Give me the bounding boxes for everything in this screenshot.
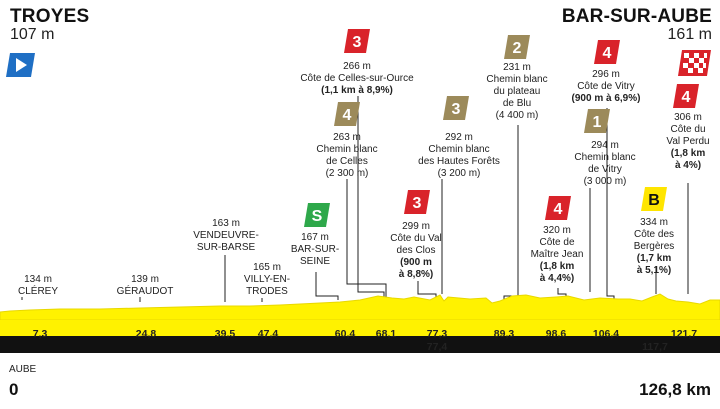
km-marker: 60,4 (334, 328, 356, 340)
km-marker: 77,3 (426, 328, 448, 340)
leader-line-bar-sur-seine (315, 272, 339, 300)
badge-label: 3 (353, 34, 362, 51)
gravel-badge-icon: 3 (443, 96, 469, 120)
km-marker: 68,1 (375, 328, 397, 340)
km-marker: 39,5 (214, 328, 236, 340)
gravel-badge-icon: 2 (504, 35, 530, 59)
badge-label: 1 (593, 114, 602, 131)
badge-label: S (312, 208, 323, 225)
gravel-badge-icon: 1 (584, 109, 610, 133)
climb-badge-icon: 3 (344, 29, 370, 53)
leader-line-val-des-clos (417, 281, 437, 298)
badge-label: 4 (554, 201, 563, 218)
finish-flag-icon (678, 50, 711, 76)
sprint-badge-icon: S (304, 203, 330, 227)
km-band (0, 320, 720, 336)
badge-label: 4 (603, 45, 612, 62)
leader-line-blu (503, 125, 519, 300)
km-marker: 47,4 (257, 328, 279, 340)
start-flag-icon (6, 53, 35, 77)
distance-start: 0 (9, 380, 19, 399)
climb-badge-icon: 3 (404, 190, 430, 214)
start-name: TROYES (10, 6, 90, 27)
km-marker: 121,7 (670, 328, 698, 340)
km-marker: 117,7 (642, 341, 668, 353)
bonus-badge-icon: B (641, 187, 667, 211)
badge-label: 2 (513, 40, 522, 57)
finish-altitude: 161 m (667, 26, 712, 43)
elevation-profile (0, 293, 720, 321)
finish-name: BAR-SUR-AUBE (561, 6, 712, 27)
leader-line-vitry (606, 108, 615, 300)
km-marker: 89,3 (493, 328, 515, 340)
badge-label: 4 (682, 89, 691, 106)
climb-badge-icon: 4 (594, 40, 620, 64)
km-marker: 77,4 (426, 341, 448, 353)
climb-badge-icon: 4 (673, 84, 699, 108)
start-altitude: 107 m (10, 26, 55, 43)
km-marker: 106,4 (592, 328, 620, 340)
climb-badge-icon: 4 (545, 196, 571, 220)
leader-line-celles-sur-ource (357, 96, 385, 298)
badge-label: 3 (452, 101, 461, 118)
badge-label: B (648, 192, 660, 209)
km-marker: 24,8 (135, 328, 157, 340)
department-label: AUBE (9, 364, 37, 375)
distance-end: 126,8 km (639, 380, 711, 399)
km-marker: 7,3 (32, 328, 48, 340)
gravel-badge-icon: 4 (334, 102, 360, 126)
leader-line-celles (346, 179, 387, 298)
km-marker: 98,6 (545, 328, 567, 340)
badge-label: 4 (343, 107, 352, 124)
badge-label: 3 (413, 195, 422, 212)
